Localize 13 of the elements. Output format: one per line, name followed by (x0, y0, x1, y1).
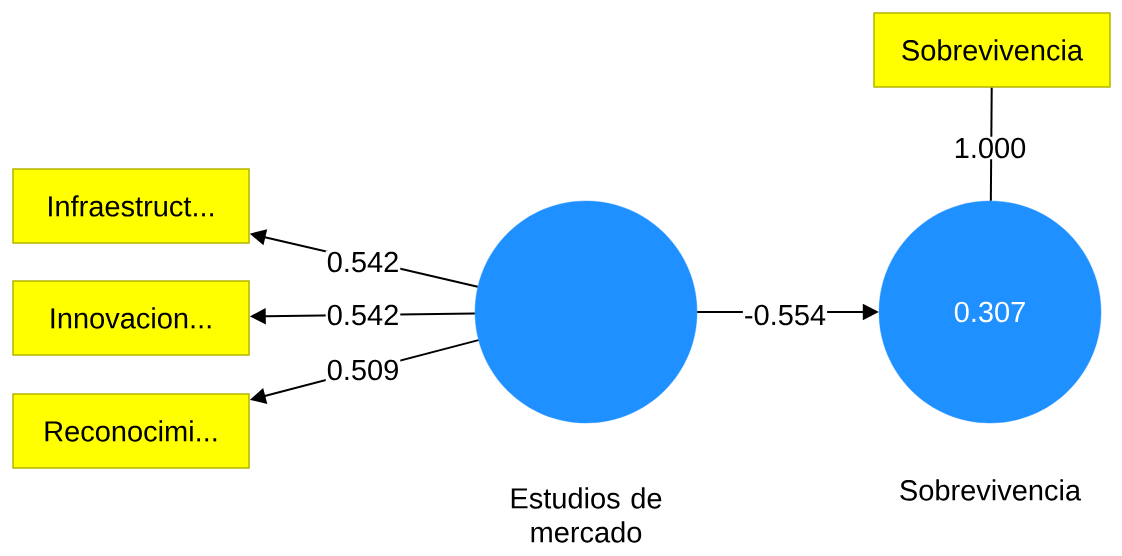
edge-label: 0.542 (325, 303, 401, 327)
indicator-box: Sobrevivencia (873, 12, 1111, 88)
edge-label: -0.554 (742, 303, 828, 327)
node-caption: Sobrevivencia (900, 479, 1082, 501)
edge-label: 0.542 (325, 250, 401, 274)
circle-node (474, 200, 698, 424)
node-caption: Estudios de mercado (511, 487, 662, 543)
indicator-box: Infraestruct... (12, 168, 250, 244)
circle-node: 0.307 (878, 200, 1102, 424)
indicator-box: Innovacion... (12, 280, 250, 356)
edge-label: 0.509 (325, 358, 401, 382)
indicator-box: Reconocimi... (12, 393, 250, 469)
edge-label: 1.000 (952, 136, 1028, 160)
